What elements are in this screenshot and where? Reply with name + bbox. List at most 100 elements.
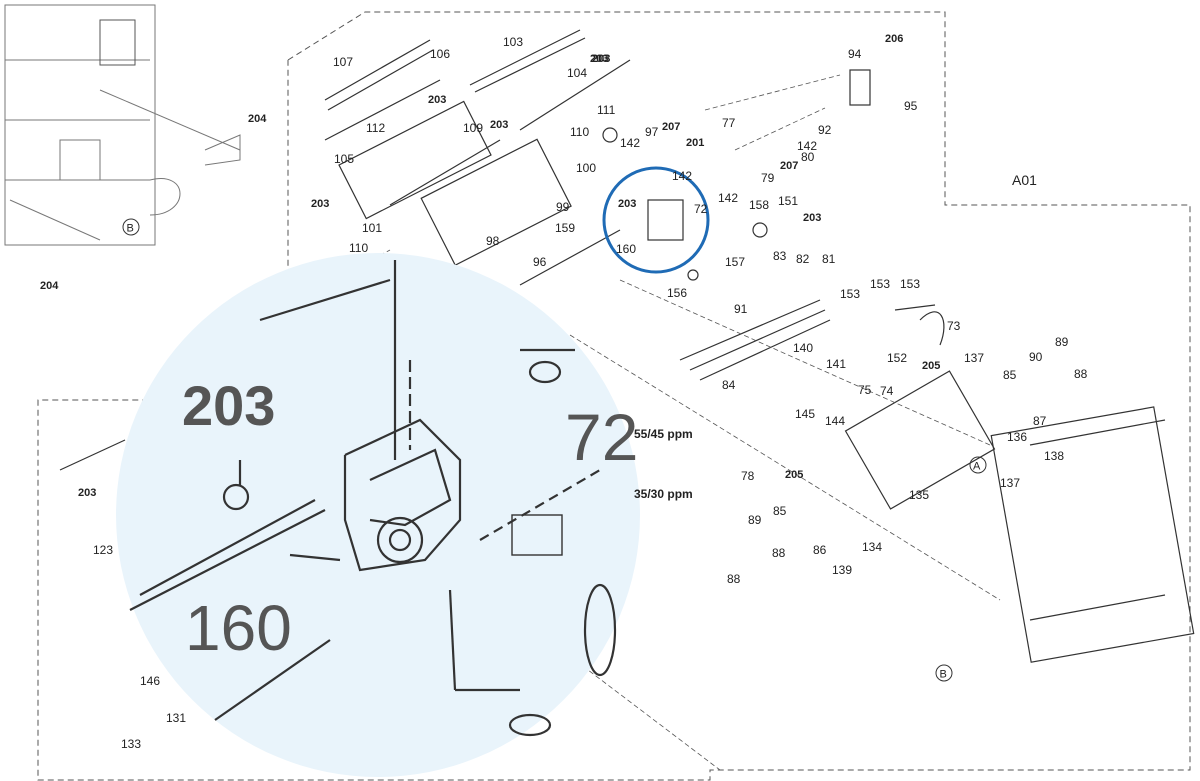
part-callout-141: 141 (826, 357, 846, 371)
part-callout-203: 203 (311, 198, 329, 210)
speed-note-55-45: 55/45 ppm (634, 427, 693, 441)
part-callout-201: 201 (686, 137, 704, 149)
speed-note-35-30: 35/30 ppm (634, 487, 693, 501)
part-callout-140: 140 (793, 341, 813, 355)
exploded-parts (59, 29, 1195, 663)
part-callout-137: 137 (964, 351, 984, 365)
part-callout-207: 207 (662, 121, 680, 133)
part-callout-110: 110 (349, 241, 368, 255)
part-callout-142: 142 (620, 136, 640, 150)
ref-mark-b-inset: B (122, 218, 140, 236)
part-callout-207: 207 (780, 160, 798, 172)
part-callout-106: 106 (430, 47, 450, 61)
part-callout-204: 204 (248, 113, 267, 125)
part-callout-153: 153 (870, 277, 890, 291)
part-callout-131: 131 (166, 711, 186, 725)
part-callout-159: 159 (555, 221, 575, 235)
part-callout-153: 153 (840, 287, 860, 301)
part-callout-107: 107 (333, 55, 353, 69)
part-callout-99: 99 (556, 200, 570, 214)
part-callout-135: 135 (909, 488, 929, 502)
part-callout-101: 101 (362, 221, 382, 235)
part-callout-158: 158 (749, 198, 769, 212)
part-callout-105: 105 (334, 152, 354, 166)
ref-mark-b: B (935, 664, 953, 682)
part-callout-85: 85 (773, 504, 787, 518)
part-callout-100: 100 (576, 161, 596, 175)
part-callout-142: 142 (797, 139, 817, 153)
zoom-callout-203: 203 (182, 374, 275, 437)
part-callout-103: 103 (503, 35, 523, 49)
part-callout-138: 138 (1044, 449, 1064, 463)
part-callout-88: 88 (727, 572, 741, 586)
svg-text:B: B (127, 223, 134, 235)
part-callout-203: 203 (803, 212, 821, 224)
part-callout-94: 94 (848, 47, 862, 61)
part-callout-91: 91 (734, 302, 748, 316)
part-callout-142: 142 (672, 169, 692, 183)
part-callout-203: 203 (618, 198, 636, 210)
part-callout-74: 74 (880, 384, 894, 398)
part-callout-142: 142 (718, 191, 738, 205)
part-callout-157: 157 (725, 255, 745, 269)
part-callout-139: 139 (832, 563, 852, 577)
part-callout-205: 205 (922, 360, 940, 372)
part-callout-87: 87 (1033, 414, 1047, 428)
part-callout-152: 152 (887, 351, 907, 365)
part-callout-73: 73 (947, 319, 961, 333)
part-callout-90: 90 (1029, 350, 1043, 364)
part-callout-98: 98 (486, 234, 500, 248)
part-callout-153: 153 (900, 277, 920, 291)
part-callout-80: 80 (801, 150, 815, 164)
part-callout-82: 82 (796, 252, 810, 266)
part-callout-79: 79 (761, 171, 775, 185)
svg-text:A: A (973, 461, 981, 473)
assembly-boundary (37, 11, 1191, 781)
part-callout-89: 89 (748, 513, 762, 527)
part-callout-89: 89 (1055, 335, 1069, 349)
part-callout-203: 203 (428, 94, 446, 106)
part-callout-144: 144 (825, 414, 845, 428)
part-callout-203: 203 (592, 53, 610, 65)
part-callout-203: 203 (490, 119, 508, 131)
part-callout-86: 86 (813, 543, 827, 557)
part-callout-77: 77 (722, 116, 736, 130)
part-callout-95: 95 (904, 99, 918, 113)
part-callout-146: 146 (140, 674, 160, 688)
part-callout-81: 81 (822, 252, 836, 266)
part-callout-123: 123 (93, 543, 113, 557)
part-callout-134: 134 (862, 540, 882, 554)
part-callout-109: 109 (463, 121, 483, 135)
part-callout-203: 203 (78, 487, 96, 499)
part-callout-84: 84 (722, 378, 736, 392)
part-callout-205: 205 (785, 469, 803, 481)
zoom-callout-160: 160 (185, 592, 292, 664)
part-callout-88: 88 (772, 546, 786, 560)
part-callout-110: 110 (570, 125, 589, 139)
machine-frame-inset (4, 4, 241, 246)
part-callout-75: 75 (858, 383, 872, 397)
part-callout-203: 203 (590, 53, 608, 65)
svg-text:B: B (940, 669, 947, 681)
part-callout-97: 97 (645, 125, 659, 139)
zoom-callout-72: 72 (565, 400, 638, 474)
ref-mark-a: A (969, 456, 987, 474)
part-callout-136: 136 (1007, 430, 1027, 444)
part-callout-112: 112 (366, 121, 385, 135)
part-callout-206: 206 (885, 33, 903, 45)
part-callout-85: 85 (1003, 368, 1017, 382)
part-callout-156: 156 (667, 286, 687, 300)
part-callout-145: 145 (795, 407, 815, 421)
zoom-magnifier: 203 72 160 55/45 ppm 35/30 ppm (116, 253, 693, 777)
part-callout-92: 92 (818, 123, 832, 137)
part-callout-104: 104 (567, 66, 587, 80)
part-callout-151: 151 (778, 194, 798, 208)
part-callout-83: 83 (773, 249, 787, 263)
part-callouts: 107 106 103 203 104 203 94 206 95 204 203 112 109 203… (40, 33, 1088, 751)
part-callout-96: 96 (533, 255, 547, 269)
part-callout-160: 160 (616, 242, 636, 256)
part-callout-72: 72 (694, 202, 708, 216)
part-callout-133: 133 (121, 737, 141, 751)
sheet-label: A01 (1012, 172, 1037, 188)
